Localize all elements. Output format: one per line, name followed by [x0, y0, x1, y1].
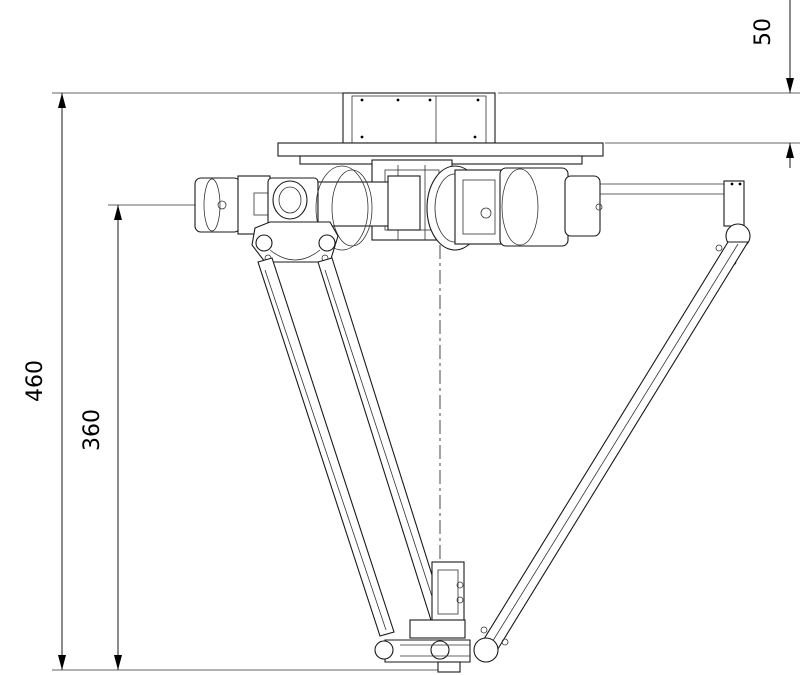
- dimension-total-height: 460: [23, 92, 440, 671]
- dimension-label-460: 460: [23, 360, 48, 402]
- dimension-arm-height: 360: [80, 204, 225, 670]
- left-arm-bracket: [251, 221, 339, 263]
- right-motor-assembly: [426, 165, 745, 251]
- dimension-label-360: 360: [80, 409, 105, 451]
- left-parallel-rods: [257, 257, 451, 637]
- mounting-block: [342, 92, 496, 144]
- right-rod: [475, 223, 751, 653]
- dimension-label-50: 50: [751, 18, 776, 46]
- dimension-top-offset: 50: [498, 0, 800, 168]
- left-motor-assembly: [194, 165, 421, 251]
- end-effector: [374, 561, 499, 673]
